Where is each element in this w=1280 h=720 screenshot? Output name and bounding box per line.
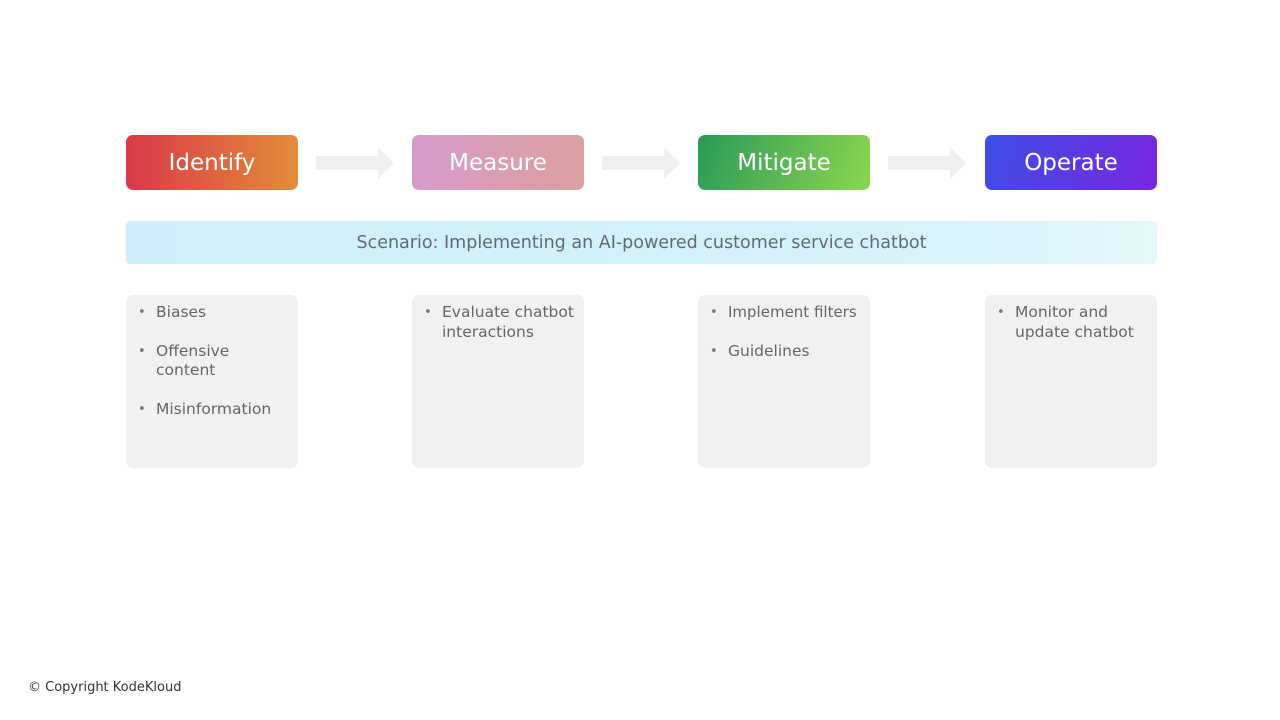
list-item: Monitor and update chatbot	[997, 303, 1147, 342]
mitigate-card: Implement filters Guidelines	[698, 295, 870, 468]
identify-card: Biases Offensive content Misinformation	[126, 295, 298, 468]
list-item: Misinformation	[138, 400, 288, 420]
scenario-text: Scenario: Implementing an AI-powered cus…	[356, 232, 927, 253]
list-item: Offensive content	[138, 342, 246, 381]
arrow-icon	[316, 147, 394, 179]
operate-card: Monitor and update chatbot	[985, 295, 1157, 468]
step-measure: Measure	[412, 135, 584, 190]
step-identify: Identify	[126, 135, 298, 190]
scenario-banner: Scenario: Implementing an AI-powered cus…	[126, 221, 1157, 264]
arrow-icon	[888, 147, 966, 179]
step-label: Identify	[168, 149, 256, 176]
step-mitigate: Mitigate	[698, 135, 870, 190]
list-item: Guidelines	[710, 342, 860, 362]
list-item: Biases	[138, 303, 288, 323]
arrow-icon	[602, 147, 680, 179]
list-item: Implement filters	[710, 303, 860, 323]
step-label: Measure	[449, 149, 547, 176]
copyright: © Copyright KodeKloud	[28, 680, 182, 695]
step-operate: Operate	[985, 135, 1157, 190]
step-label: Operate	[1024, 149, 1118, 176]
measure-card: Evaluate chatbot interactions	[412, 295, 584, 468]
step-label: Mitigate	[737, 149, 831, 176]
list-item: Evaluate chatbot interactions	[424, 303, 574, 342]
